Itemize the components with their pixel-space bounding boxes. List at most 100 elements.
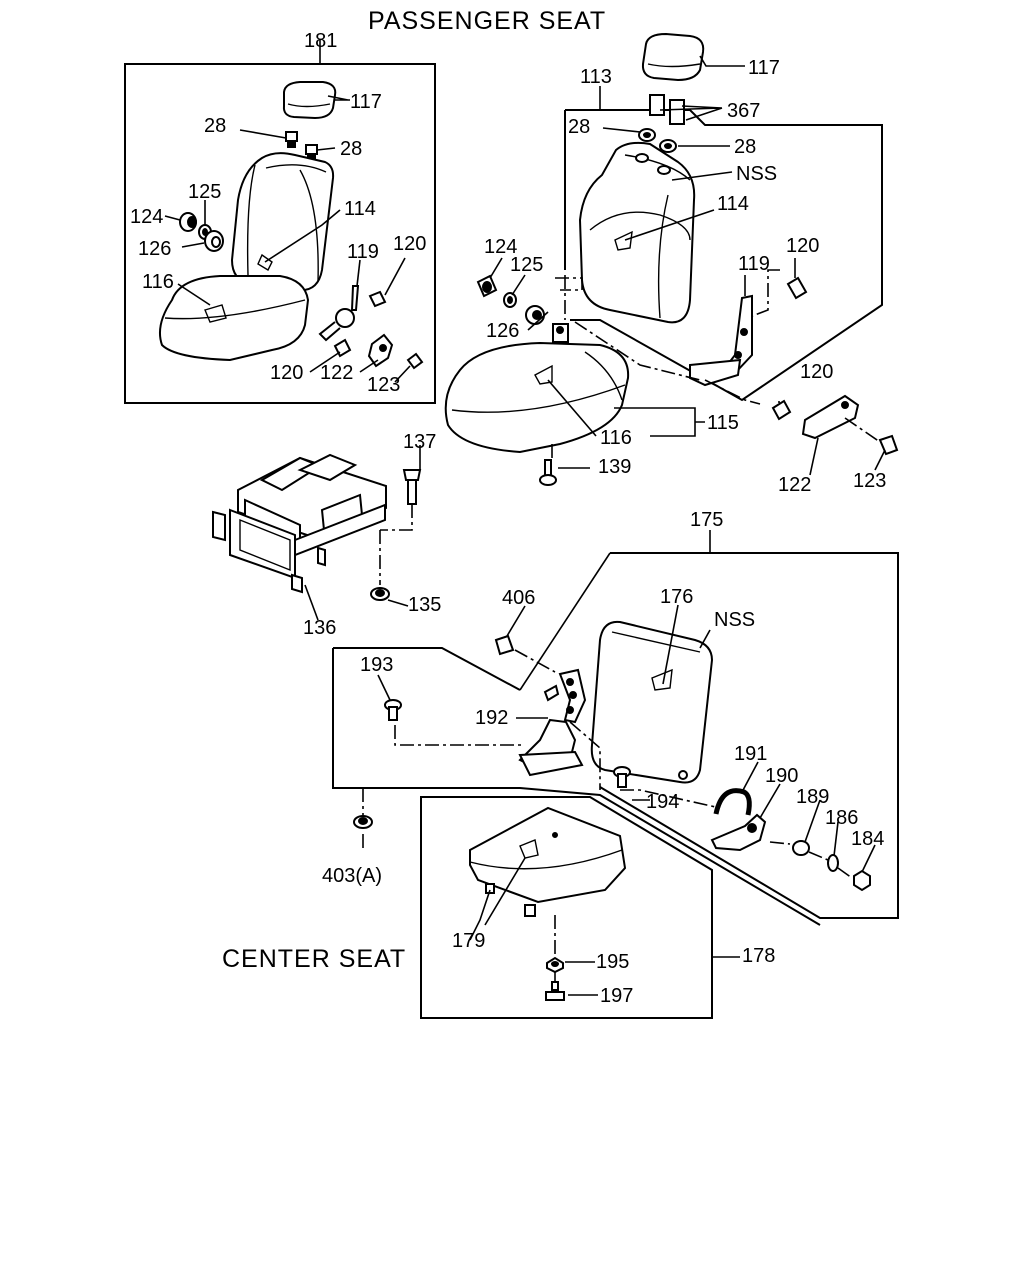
- recliner-119-right: [689, 294, 753, 387]
- callout-175: 175: [690, 509, 723, 531]
- clip-191: [713, 788, 752, 816]
- center-seat-title: CENTER SEAT: [222, 945, 406, 973]
- bolt-406: [494, 634, 515, 656]
- callout-125-left: 125: [188, 181, 221, 203]
- center-seat-cushion-frame-178: [420, 796, 713, 1019]
- frame-175-diagonal: [519, 552, 611, 691]
- callout-114-left: 114: [344, 198, 376, 220]
- callout-125-right: 125: [510, 254, 543, 276]
- nut-184: [853, 869, 871, 892]
- callout-184: 184: [851, 828, 884, 850]
- callout-120-left-b: 120: [270, 362, 303, 384]
- callout-124-right: 124: [484, 236, 517, 258]
- seat-cushion-116-left: [159, 275, 310, 362]
- bolt-120-right-a: [786, 276, 808, 300]
- callout-137: 137: [403, 431, 436, 453]
- callout-nss-upper: NSS: [736, 163, 777, 185]
- bolt-194: [613, 766, 631, 788]
- callout-179: 179: [452, 930, 485, 952]
- bushing-124-left: [179, 212, 197, 232]
- bushing-124-right: [476, 274, 498, 298]
- screw-123-left: [406, 352, 424, 370]
- bolt-120-right-b: [771, 399, 792, 421]
- cover-122-right: [801, 394, 860, 440]
- hinge-190: [710, 813, 767, 852]
- callout-135: 135: [408, 594, 441, 616]
- callout-126-left: 126: [138, 238, 171, 260]
- seatback-114-left: [230, 152, 335, 292]
- bolt-189: [792, 840, 810, 856]
- passenger-seat-title: PASSENGER SEAT: [368, 7, 606, 35]
- callout-113: 113: [580, 66, 612, 88]
- callout-123-right: 123: [853, 470, 886, 492]
- callout-120-right-b: 120: [800, 361, 833, 383]
- recliner-119-left: [318, 285, 360, 342]
- callout-189: 189: [796, 786, 829, 808]
- callout-28-right-a: 28: [568, 116, 590, 138]
- callout-119-left: 119: [347, 241, 379, 263]
- center-seat-cushion-179: [469, 806, 627, 917]
- callout-192: 192: [475, 707, 508, 729]
- cap-126-left: [204, 230, 224, 252]
- callout-126-right: 126: [486, 320, 519, 342]
- callout-178: 178: [742, 945, 775, 967]
- seatback-114-right: [578, 141, 696, 324]
- callout-181: 181: [304, 30, 337, 52]
- callout-403a: 403(A): [322, 865, 382, 887]
- callout-124-left: 124: [130, 206, 163, 228]
- seat-cushion-115-right: [444, 323, 630, 454]
- callout-123-left: 123: [367, 374, 400, 396]
- bolt-120-left-a: [368, 290, 387, 308]
- callout-119-right: 119: [738, 253, 770, 275]
- cover-122-left: [367, 333, 394, 368]
- seat-frame-136: [212, 453, 387, 594]
- callout-176: 176: [660, 586, 693, 608]
- callout-116-right: 116: [600, 427, 632, 449]
- washer-186: [827, 854, 839, 872]
- assembly-lines: [362, 269, 881, 982]
- center-seatback-176: [590, 620, 714, 784]
- cap-126-right: [525, 305, 545, 325]
- callout-139: 139: [598, 456, 631, 478]
- bracket-192: [518, 668, 587, 777]
- callout-194: 194: [646, 791, 679, 813]
- callout-193: 193: [360, 654, 393, 676]
- nut-135: [370, 587, 390, 601]
- headrest-117-right: [641, 32, 705, 82]
- callout-195: 195: [596, 951, 629, 973]
- callout-136: 136: [303, 617, 336, 639]
- nut-403a: [353, 815, 373, 829]
- callout-122-left: 122: [320, 362, 353, 384]
- bolt-139: [539, 459, 557, 486]
- spring-367-a: [649, 94, 665, 116]
- callout-117-left: 117: [350, 91, 382, 113]
- guide-28-right-a: [638, 128, 656, 142]
- passenger-seat-assembly-frame-181: [124, 63, 436, 404]
- callout-190: 190: [765, 765, 798, 787]
- center-seat-bracket-group-frame: [332, 647, 821, 926]
- leader-lines: [164, 40, 886, 996]
- headrest-117-left: [282, 81, 337, 120]
- callout-28-right-b: 28: [734, 136, 756, 158]
- callout-115: 115: [707, 412, 739, 434]
- guide-28-right-b: [659, 139, 677, 153]
- screw-123-right: [878, 434, 899, 456]
- callout-114-right: 114: [717, 193, 749, 215]
- callout-28-left-a: 28: [204, 115, 226, 137]
- bolt-137: [402, 469, 422, 505]
- passenger-seat-back-group-frame-113: [564, 109, 883, 402]
- callout-120-right-a: 120: [786, 235, 819, 257]
- center-seat-back-group-frame-175: [599, 552, 899, 919]
- callout-labels: 181 117 28 28 125 124 114 126 120 119 11…: [130, 30, 886, 1007]
- guide-28-left-a: [285, 131, 298, 148]
- washer-125-right: [503, 292, 517, 308]
- callout-120-left-a: 120: [393, 233, 426, 255]
- callout-116-left: 116: [142, 271, 174, 293]
- nut-195: [546, 956, 564, 974]
- callout-nss-lower: NSS: [714, 609, 755, 631]
- callout-197: 197: [600, 985, 633, 1007]
- callout-186: 186: [825, 807, 858, 829]
- callout-122-right: 122: [778, 474, 811, 496]
- callout-191: 191: [734, 743, 767, 765]
